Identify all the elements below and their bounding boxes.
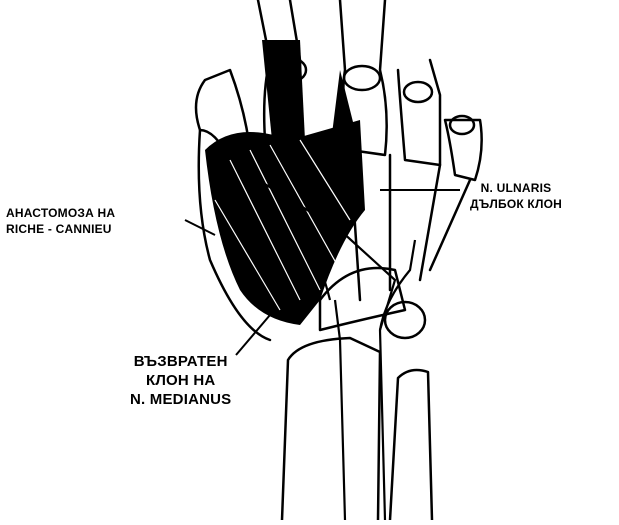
label-recurrent-line1: ВЪЗВРАТЕН bbox=[130, 352, 231, 371]
leader-anastomosis bbox=[185, 220, 215, 235]
median-nerve bbox=[335, 300, 345, 520]
muscle-mass bbox=[205, 40, 365, 325]
label-anastomosis: АНАСТОМОЗА НА RICHE - CANNIEU bbox=[6, 207, 115, 235]
radius-bone bbox=[282, 338, 380, 520]
leader-recurrent bbox=[236, 315, 270, 355]
label-recurrent-line3: N. MEDIANUS bbox=[130, 390, 231, 409]
label-anastomosis-line1: АНАСТОМОЗА НА bbox=[6, 207, 115, 219]
label-ulnaris-line2: ДЪЛБОК КЛОН bbox=[470, 198, 562, 210]
label-ulnaris: N. ULNARIS ДЪЛБОК КЛОН bbox=[470, 182, 562, 210]
joint-2 bbox=[344, 66, 380, 90]
label-anastomosis-line2: RICHE - CANNIEU bbox=[6, 223, 115, 235]
label-recurrent: ВЪЗВРАТЕН КЛОН НА N. MEDIANUS bbox=[130, 352, 231, 410]
joint-3 bbox=[404, 82, 432, 102]
metacarpal-4 bbox=[420, 165, 440, 280]
ring-finger bbox=[398, 60, 440, 165]
joint-4 bbox=[450, 116, 474, 134]
label-recurrent-line2: КЛОН НА bbox=[130, 371, 231, 390]
label-ulnaris-line1: N. ULNARIS bbox=[470, 182, 562, 194]
ulna-bone bbox=[390, 370, 432, 520]
